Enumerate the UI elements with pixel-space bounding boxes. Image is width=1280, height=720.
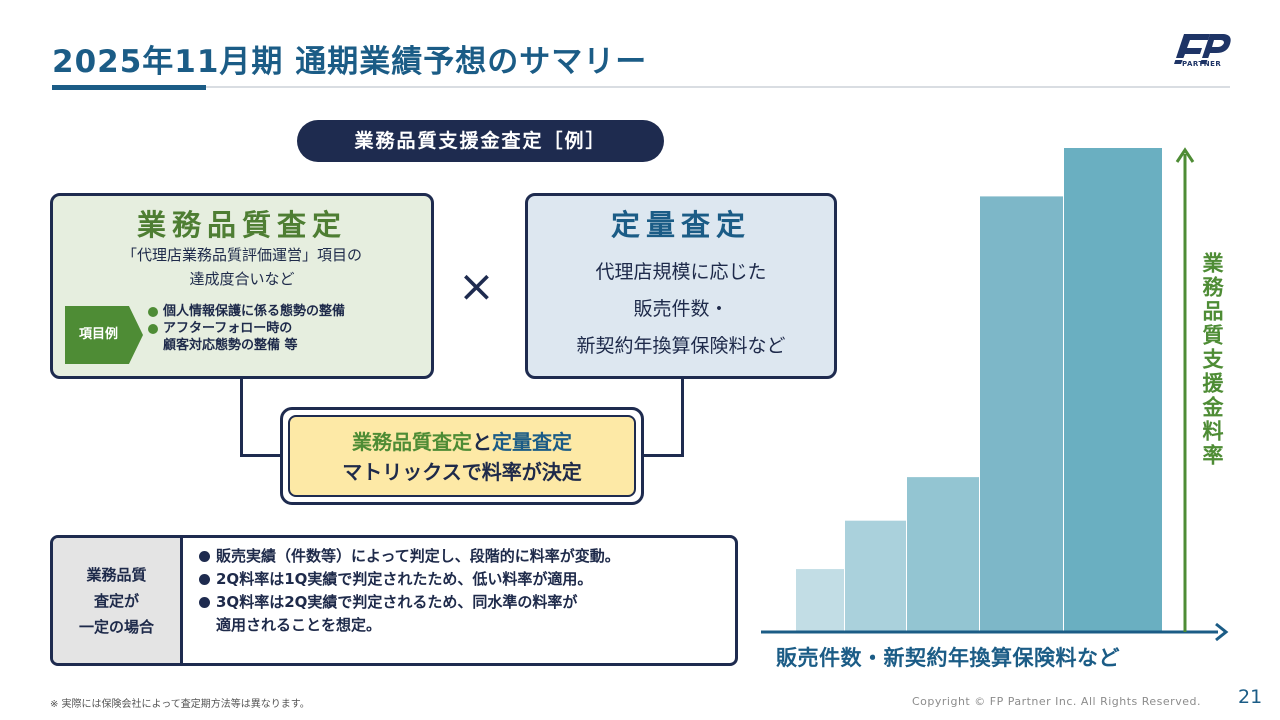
x-axis-label: 販売件数・新契約年換算保険料など [776, 646, 1120, 670]
result-line-2: マトリックスで料率が決定 [342, 460, 582, 484]
connector-right [640, 378, 684, 457]
quantitative-assessment-heading: 定量査定 [610, 208, 751, 242]
multiply-icon: × [458, 261, 495, 312]
list-item: 3Q料率は2Q実績で判定されるため、同水準の料率が適用されることを想定。 [199, 591, 620, 637]
rate-step-chart [761, 147, 1229, 642]
quantity-line: 販売件数・ [633, 298, 729, 320]
logo-text: PARTNER [1182, 60, 1222, 68]
quantitative-assessment-text: 代理店規模に応じた 販売件数・ 新契約年換算保険料など [528, 254, 834, 365]
bar [845, 520, 906, 632]
example-pill: 業務品質支援金査定［例］ [297, 120, 664, 162]
connector-left [240, 378, 284, 457]
quality-subtitle-line: 「代理店業務品質評価運営」項目の [121, 246, 362, 264]
title-divider [52, 86, 1230, 88]
list-item: アフターフォロー時の顧客対応態勢の整備 等 [148, 320, 345, 354]
y-axis-label: 業務品質支援金料率 [1200, 252, 1224, 468]
quantity-line: 新契約年換算保険料など [576, 335, 786, 357]
list-item: 個人情報保護に係る態勢の整備 [148, 303, 345, 320]
result-line-1: 業務品質査定と定量査定 [352, 430, 572, 454]
bar [980, 196, 1063, 632]
footnote: ※ 実際には保険会社によって査定期方法等は異なります。 [50, 699, 310, 710]
page-title: 2025年11月期 通期業績予想のサマリー [52, 44, 648, 80]
example-items-tag: 項目例 [65, 306, 143, 364]
quantity-line: 代理店規模に応じた [595, 261, 767, 283]
bar [907, 477, 979, 632]
copyright: Copyright © FP Partner Inc. All Rights R… [912, 695, 1201, 708]
result-box: 業務品質査定と定量査定 マトリックスで料率が決定 [280, 407, 644, 505]
quality-assessment-subtitle: 「代理店業務品質評価運営」項目の 達成度合いなど [53, 243, 431, 291]
title-divider-accent [52, 85, 206, 90]
result-box-inner: 業務品質査定と定量査定 マトリックスで料率が決定 [288, 415, 636, 497]
quality-subtitle-line: 達成度合いなど [189, 270, 295, 288]
bar [796, 569, 844, 632]
quantitative-assessment-box: 定量査定 代理店規模に応じた 販売件数・ 新契約年換算保険料など [525, 193, 837, 379]
list-item-continuation: 適用されることを想定。 [216, 616, 382, 634]
list-item: 販売実績（件数等）によって判定し、段階的に料率が変動。 [199, 545, 620, 568]
list-item: 2Q料率は1Q実績で判定されたため、低い料率が適用。 [199, 568, 620, 591]
case-list: 販売実績（件数等）によって判定し、段階的に料率が変動。 2Q料率は1Q実績で判定… [199, 545, 620, 637]
quality-assessment-box: 業務品質査定 「代理店業務品質評価運営」項目の 達成度合いなど 項目例 個人情報… [50, 193, 434, 379]
y-axis-arrow-icon [1175, 147, 1195, 163]
example-items-list: 個人情報保護に係る態勢の整備 アフターフォロー時の顧客対応態勢の整備 等 [148, 303, 345, 354]
bar [1064, 148, 1162, 632]
fixed-quality-case-box: 業務品質 査定が 一定の場合 販売実績（件数等）によって判定し、段階的に料率が変… [50, 535, 738, 666]
quality-assessment-heading: 業務品質査定 [136, 208, 347, 242]
page-number: 21 [1238, 686, 1263, 708]
case-label: 業務品質 査定が 一定の場合 [53, 538, 183, 663]
x-axis-arrow-icon [1215, 622, 1229, 642]
list-item-continuation: 顧客対応態勢の整備 等 [163, 338, 298, 353]
fp-partner-logo [1167, 34, 1231, 64]
